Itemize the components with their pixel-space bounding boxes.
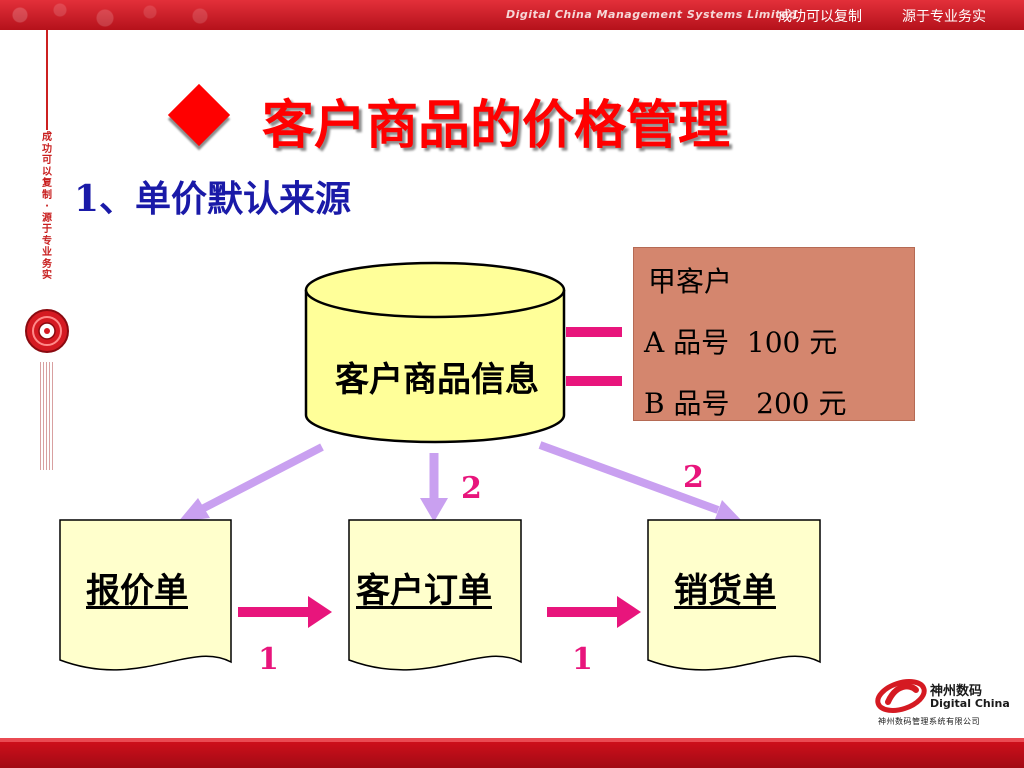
doc-order-label: 客户订单 <box>356 571 492 611</box>
info-customer: 甲客户 <box>648 265 733 298</box>
arrow-db-to-quote <box>178 443 324 522</box>
connector-line-a <box>566 327 622 337</box>
info-line-a: A 品号 100 元 <box>644 326 838 359</box>
connector-line-b <box>566 376 622 386</box>
arrow-db-to-sales <box>538 441 742 522</box>
flow-number-2b: 2 <box>683 460 704 495</box>
database-label: 客户商品信息 <box>335 360 539 400</box>
doc-shape-order <box>348 519 522 671</box>
flow-number-1b: 1 <box>572 642 593 677</box>
banner-company-name: Digital China Management Systems Limited <box>506 8 798 21</box>
logo-company-full-name: 神州数码管理系统有限公司 <box>878 717 980 726</box>
info-line-b: B 品号 200 元 <box>644 387 847 420</box>
doc-shape-quote <box>59 519 232 671</box>
customer-price-box: 甲客户 A 品号 100 元 B 品号 200 元 <box>633 247 915 421</box>
top-banner: Digital China Management Systems Limited… <box>0 0 1024 30</box>
left-decor-line <box>46 30 48 130</box>
cd-disc-icon <box>25 309 69 353</box>
page-title: 客户商品的价格管理 <box>262 96 731 156</box>
bottom-bar <box>0 738 1024 768</box>
logo-chinese-name: 神州数码 <box>930 684 983 699</box>
left-stripes <box>40 362 54 470</box>
digital-china-logo-icon <box>875 679 927 713</box>
doc-shape-sales <box>647 519 821 671</box>
doc-sales-label: 销货单 <box>674 571 776 611</box>
section-subtitle: 1、单价默认来源 <box>74 178 352 220</box>
left-vertical-slogan: 成功可以复制·源于专业务实 <box>42 132 52 281</box>
flow-number-2a: 2 <box>461 471 482 506</box>
arrow-quote-to-order <box>238 596 332 628</box>
banner-pattern <box>0 0 250 30</box>
arrow-order-to-sales <box>547 596 641 628</box>
arrow-db-to-order <box>420 453 448 522</box>
banner-slogan-2: 源于专业务实 <box>902 9 986 25</box>
banner-slogan-1: 成功可以复制 <box>778 9 862 25</box>
database-cylinder <box>304 261 566 444</box>
flow-number-1a: 1 <box>258 642 279 677</box>
doc-quote-label: 报价单 <box>86 571 188 611</box>
logo-english-name: Digital China <box>930 697 1010 710</box>
